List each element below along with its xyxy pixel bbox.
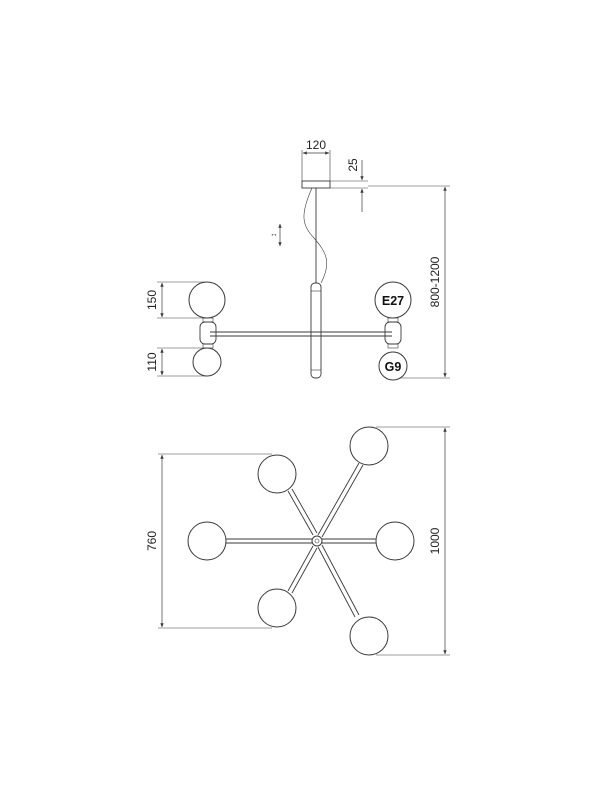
canopy — [301, 180, 331, 189]
canopy-width-dimension: 120 — [301, 138, 331, 181]
globe-left-top — [188, 281, 226, 319]
left-lamp-holder — [199, 321, 217, 345]
drop-height-label: 800-1200 — [428, 256, 442, 307]
arm-lower-right — [317, 544, 360, 618]
globe-right-top — [374, 281, 412, 319]
globe-large-label: 150 — [145, 290, 159, 310]
top-globe-lower-left — [257, 588, 297, 628]
arm-left — [225, 538, 312, 544]
globe-left-bottom — [192, 347, 222, 377]
globe-large-dimension: 150 — [145, 281, 207, 319]
top-length-label: 1000 — [428, 527, 442, 554]
top-globe-upper-left — [257, 454, 297, 494]
top-globe-upper-right — [349, 426, 389, 466]
top-width-dimension: 760 — [145, 453, 272, 629]
globe-right-bottom — [378, 351, 408, 381]
top-globe-lower-right — [349, 616, 389, 656]
central-body — [310, 282, 322, 379]
arm-upper-left — [287, 488, 318, 536]
power-cable — [303, 187, 328, 284]
side-view: 120 25 ↕ — [145, 138, 450, 381]
socket-label-e27: E27 — [382, 294, 404, 308]
globe-small-label: 110 — [145, 352, 159, 371]
canopy-width-label: 120 — [306, 138, 326, 152]
top-length-dimension: 1000 — [376, 426, 450, 656]
canopy-height-label: 25 — [346, 158, 360, 172]
hub — [311, 535, 323, 547]
svg-text:↕: ↕ — [269, 233, 278, 237]
arm-right — [322, 538, 378, 544]
arm-upper-right — [317, 462, 364, 538]
right-lamp-holder — [384, 321, 402, 345]
globe-small-dimension: 110 — [145, 347, 207, 377]
top-globe-right — [375, 521, 415, 561]
socket-label-g9: G9 — [385, 360, 402, 374]
top-globe-left — [187, 521, 227, 561]
top-width-label: 760 — [145, 531, 159, 551]
canopy-height-dimension: 25 — [330, 158, 368, 212]
top-view: 760 1000 — [145, 426, 450, 656]
height-adjust-marker: ↕ — [269, 223, 282, 247]
drop-height-dimension: 800-1200 — [368, 185, 450, 379]
arm-lower-left — [287, 545, 318, 594]
